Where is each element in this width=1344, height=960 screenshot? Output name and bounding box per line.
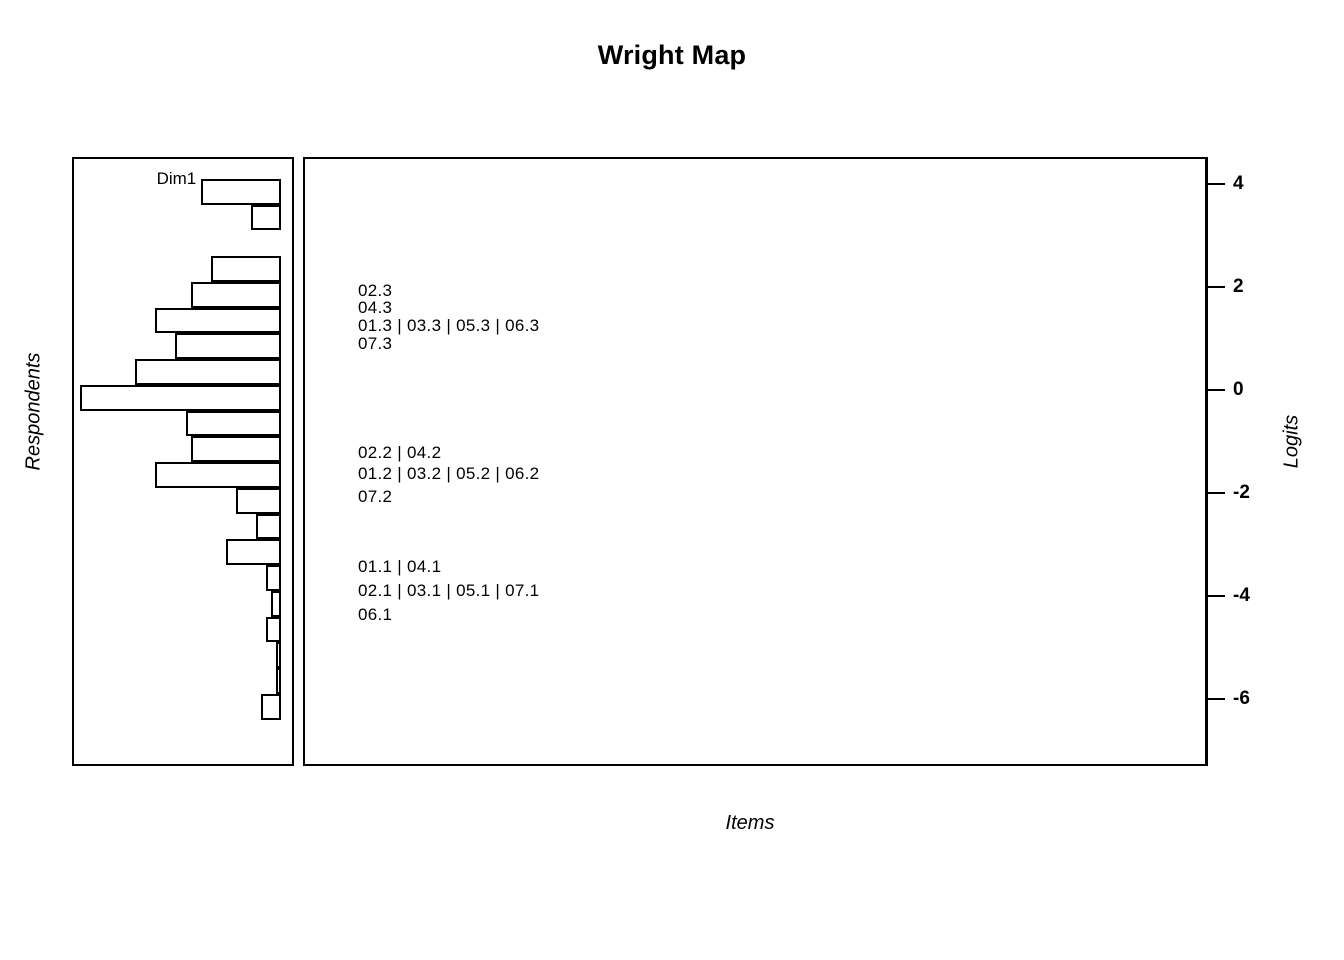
histogram-bar [270,590,281,617]
logit-tick-mark [1208,286,1225,288]
histogram-bar [185,410,281,437]
item-threshold-row: 06.1 [358,605,393,625]
histogram-bar [155,307,281,334]
logit-tick-mark [1208,595,1225,597]
histogram-bar [260,693,281,720]
logit-tick-mark [1208,389,1225,391]
item-threshold-row: 02.1 | 03.1 | 05.1 | 07.1 [358,580,540,600]
respondents-panel [72,157,294,766]
item-threshold-row: 01.1 | 04.1 [358,557,442,577]
histogram-bar [210,256,281,282]
page-title: Wright Map [597,40,747,70]
item-threshold-row: 07.3 [358,333,393,353]
item-threshold-row: 02.3 [358,280,393,300]
logit-tick-label: 4 [1233,173,1244,194]
histogram-bar [265,565,281,591]
histogram-bar [80,384,281,411]
logit-tick-mark [1208,183,1225,185]
histogram-bar [200,178,281,205]
histogram-bar [135,359,281,385]
item-threshold-row: 01.2 | 03.2 | 05.2 | 06.2 [358,464,540,484]
logit-tick-label: 2 [1233,276,1244,297]
histogram-bar [250,204,281,231]
histogram-bar [190,436,281,463]
histogram-bar [225,539,281,566]
item-threshold-row: 01.3 | 03.3 | 05.3 | 06.3 [358,316,540,336]
y-axis-title-respondents: Respondents [22,352,45,471]
histogram-bar [265,616,281,643]
logit-tick-label: 0 [1233,379,1244,400]
histogram-dim-label: Dim1 [156,168,197,188]
histogram-bar [275,642,281,669]
y-axis-title-logits: Logits [1280,414,1303,469]
logit-tick-label: -6 [1233,688,1250,709]
logit-axis-line [1206,157,1208,766]
item-threshold-row: 04.3 [358,297,393,317]
histogram-bar [190,281,281,308]
histogram-bar [255,513,281,540]
logit-tick-label: -4 [1233,585,1250,606]
item-threshold-row: 02.2 | 04.2 [358,442,442,462]
logit-tick-mark [1208,698,1225,700]
histogram-bar [275,668,281,694]
item-threshold-row: 07.2 [358,486,393,506]
respondent-histogram: Dim1 [72,157,294,766]
logit-tick-label: -2 [1233,482,1250,503]
logit-tick-mark [1208,492,1225,494]
histogram-bar [175,333,281,360]
histogram-bar [155,462,281,488]
x-axis-title-items: Items [725,812,775,834]
histogram-bar [235,487,281,514]
